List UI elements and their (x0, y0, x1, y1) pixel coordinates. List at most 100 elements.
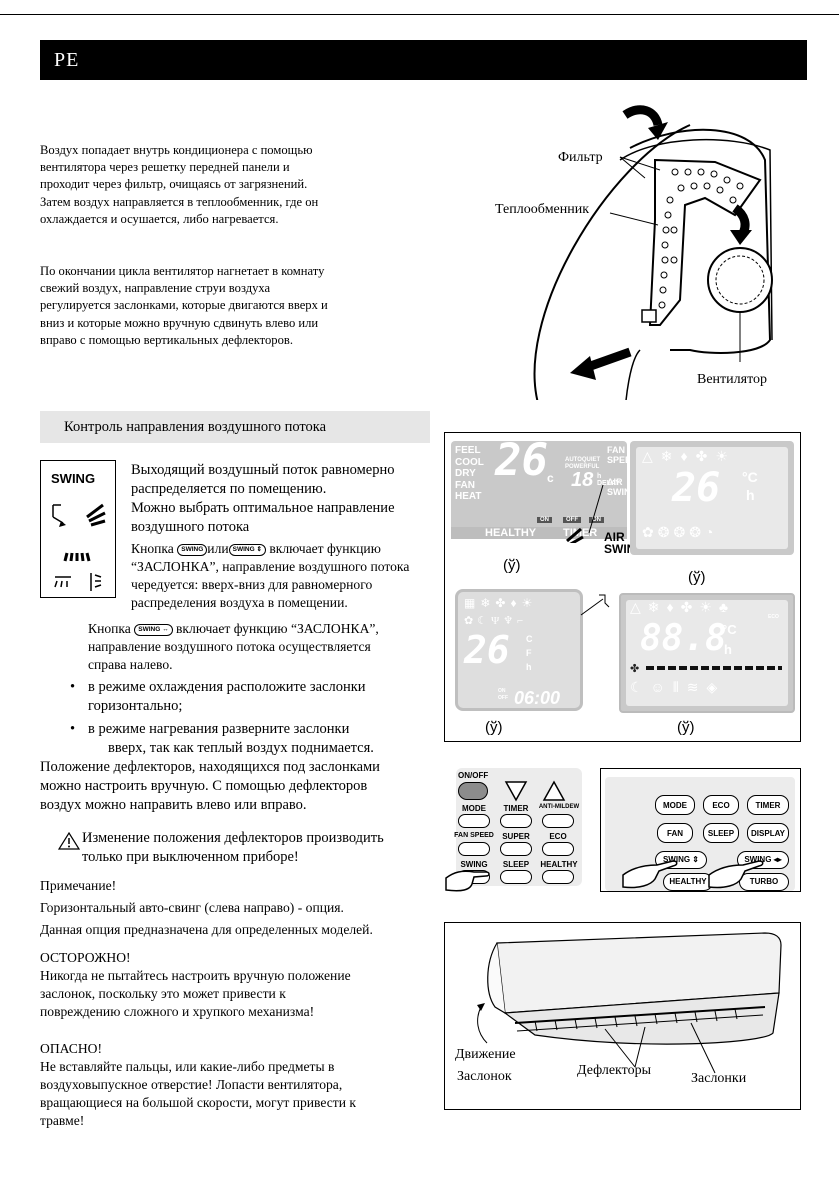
label-of-flaps: Заслонок (457, 1069, 512, 1084)
mode-feel: FEEL (455, 445, 481, 456)
remote1-super-button[interactable] (500, 842, 532, 856)
remote2-sleep-button[interactable]: SLEEP (703, 823, 739, 843)
displays-panel: FEEL COOL DRY FAN HEAT 26 c AUTOQUIET PO… (444, 432, 801, 742)
text-line: Воздух попадает внутрь кондиционера с по… (40, 143, 313, 157)
remote1-sleep-button[interactable] (500, 870, 532, 884)
text-line: регулируется заслонками, которые двигают… (40, 298, 328, 313)
leader-flaps (690, 1022, 716, 1074)
text-line: горизонтально; (88, 698, 183, 714)
text-line: воздушного потока (131, 519, 250, 535)
remote2-fan-button[interactable]: FAN (657, 823, 693, 843)
remote1-super-label: SUPER (502, 832, 530, 841)
remote1-healthy-label: HEALTHY (540, 860, 578, 869)
remote2-display-button[interactable]: DISPLAY (747, 823, 789, 843)
flap-line-2 (516, 1014, 764, 1032)
air-swing-callout-air: AIR (604, 530, 625, 544)
remote1-fanspeed-button[interactable] (458, 842, 490, 856)
powerful-text: POWERFUL (565, 464, 600, 470)
section-title-bar: Контроль направления воздушного потока (40, 411, 430, 443)
housing-inner (619, 138, 773, 341)
text-line: Затем воздух направляется в теплообменни… (40, 194, 319, 209)
label-heat-exchanger: Теплообменник (495, 202, 590, 217)
remote1-onoff-button[interactable] (458, 782, 488, 800)
text-line: вниз и которые можно вручную сдвинуть вл… (40, 315, 319, 330)
unit-top (496, 932, 782, 1014)
d4-speed-bar (646, 666, 782, 670)
text-line: направление воздушного потока осуществля… (88, 639, 371, 654)
outlet-box (641, 309, 657, 323)
leader-filter-2 (619, 156, 646, 179)
airflow-diagonal-icon (86, 503, 106, 527)
d3-temp: 26 (464, 628, 510, 672)
text-span: Кнопка (88, 621, 131, 636)
remote1-swing-label: SWING (460, 860, 488, 869)
remote1-antimildew-button[interactable] (542, 814, 574, 828)
remote1-temp-arrows (504, 780, 566, 802)
text-line: По окончании цикла вентилятор нагнетает … (40, 264, 325, 278)
remote2-timer-button[interactable]: TIMER (747, 795, 789, 815)
remote1-mode-button[interactable] (458, 814, 490, 828)
temp-down-icon[interactable] (504, 781, 528, 802)
heat-exchanger-dots (658, 168, 744, 309)
display-4: △❄♦✤☀♣ ECO 88.8 °C h ✤ ☾☺⫴≋◈ (619, 593, 795, 713)
leader-deflector-2 (634, 1026, 646, 1068)
d1-timer-val: 18 (571, 469, 594, 491)
swing-lr-text: Кнопка SWING ↔ включает функцию “ЗАСЛОНК… (88, 620, 438, 674)
d4-mode-icons: △❄♦✤☀♣ (630, 601, 736, 616)
text-line: в режиме охлаждения расположите заслонки (88, 679, 366, 695)
header-title: PE (54, 49, 80, 71)
leader-exchanger (609, 212, 659, 226)
d2-temp: 26 (672, 465, 721, 511)
d1-bottom-strip (451, 527, 627, 539)
d4-eco: ECO (768, 614, 779, 620)
text-line: Горизонтальный авто-свинг (слева направо… (40, 900, 344, 915)
text-line: вправо с помощью вертикальных дефлекторо… (40, 332, 293, 347)
text-line: свежий воздух, направление струи воздуха (40, 281, 271, 296)
remote-control-1: ON/OFF MODE TIMER ANTI-MILDEW FAN SPEED … (444, 768, 588, 892)
caption-1: (ў) (503, 557, 521, 574)
intake-arrow-top (622, 105, 663, 127)
text-span: включает функцию “ЗАСЛОНКА”, (176, 621, 379, 636)
d1-on: ON (537, 517, 552, 523)
indoor-unit-diagram (477, 932, 782, 1074)
text-line: Изменение положения дефлекторов производ… (82, 830, 384, 846)
caution-block: ОСТОРОЖНО! Никогда не пытайтесь настроит… (40, 949, 450, 1021)
vane (625, 349, 641, 400)
page-header: PE (40, 40, 807, 80)
text-line: справа налево. (88, 657, 173, 672)
d4-temp: 88.8 (640, 618, 727, 659)
remote1-sleep-label: SLEEP (502, 860, 530, 869)
d3-f: F (526, 648, 532, 658)
mode-cool: COOL (455, 456, 484, 468)
swing-description: Выходящий воздушный поток равномерно рас… (131, 461, 441, 537)
remote1-timer-button[interactable] (500, 814, 532, 828)
remote1-healthy-button[interactable] (542, 870, 574, 884)
text-line: воздуховыпускное отверстие! Лопасти вент… (40, 1077, 343, 1092)
d2-screen: △❄♦✤☀ 26 °C h ✿❂❂❂◔ (636, 447, 788, 549)
remote2-turbo-button[interactable]: TURBO (739, 873, 789, 891)
text-line: проходит через фильтр, очищаясь от загря… (40, 177, 308, 192)
deflector-ticks (534, 1008, 738, 1032)
text-line: чередуется: вверх-вниз для равномерного (131, 577, 373, 592)
display-1: FEEL COOL DRY FAN HEAT 26 c AUTOQUIET PO… (451, 435, 638, 539)
text-line: в режиме нагревания разверните заслонки (88, 721, 350, 737)
outlet-arrow (583, 347, 632, 373)
d3-func-icons: ✿☾Ψ♆⌐ (464, 615, 528, 627)
swing-lr-button-icon: SWING ↔ (134, 623, 173, 636)
d2-fan-icons: ✿❂❂❂◔ (642, 526, 718, 541)
text-span: или (207, 541, 229, 556)
temp-up-icon[interactable] (542, 780, 566, 801)
text-span: Кнопка (131, 541, 174, 556)
swing-icon-box: SWING (40, 460, 116, 598)
housing-outline (629, 128, 772, 354)
off-text: OFF (498, 695, 508, 701)
remote2-mode-button[interactable]: MODE (655, 795, 695, 815)
d1-air-swing: AIR SWING (607, 477, 638, 497)
remote2-eco-button[interactable]: ECO (703, 795, 739, 815)
text-line: Никогда не пытайтесь настроить вручную п… (40, 968, 351, 983)
text-line: Данная опция предназначена для определен… (40, 922, 373, 937)
d3-mode-icons: ▦❄✤♦☀ (464, 596, 538, 610)
d3-time: 06:00 (514, 688, 561, 708)
remote1-eco-button[interactable] (542, 842, 574, 856)
danger-title: ОПАСНО! (40, 1041, 103, 1056)
